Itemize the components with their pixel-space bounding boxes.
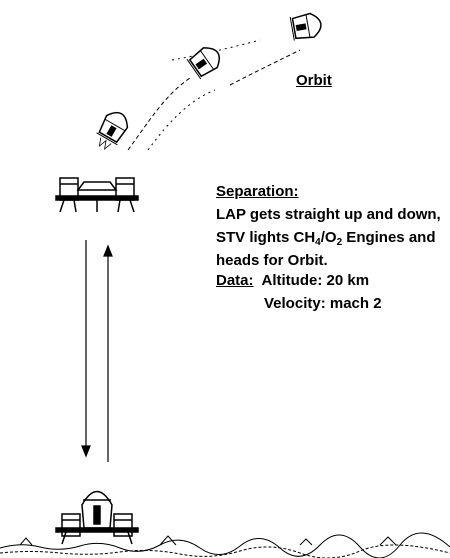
- capsule-icon: [186, 47, 220, 80]
- capsule-icon: [96, 111, 129, 151]
- separation-line-2-c: Engines and: [342, 229, 436, 246]
- o2-subscript: 2: [336, 237, 343, 248]
- ch4-subscript: 4: [315, 237, 321, 248]
- separation-line-3: heads for Orbit.: [216, 252, 328, 269]
- separation-line-2-b: /O: [320, 229, 337, 246]
- separation-title: Separation:: [216, 183, 299, 200]
- separation-line-2: STV lights CH4/O2 Engines and: [216, 227, 436, 249]
- trajectory-lines: [127, 39, 301, 151]
- ground: [0, 532, 450, 558]
- data-label: Data:: [216, 272, 254, 289]
- separation-line-1: LAP gets straight up and down,: [216, 206, 441, 223]
- velocity-value: Velocity: mach 2: [264, 295, 382, 312]
- ascent-arrow: [103, 244, 113, 462]
- data-row: Data: Altitude: 20 km: [216, 270, 369, 292]
- descent-arrow: [81, 240, 91, 458]
- separation-line-2-a: STV lights CH: [216, 229, 316, 246]
- lap-platform: [55, 177, 139, 213]
- altitude-value: Altitude: 20 km: [261, 272, 370, 289]
- stv-on-lap-vehicle: [55, 490, 139, 545]
- capsule-icon: [289, 12, 322, 41]
- orbit-label: Orbit: [296, 72, 332, 89]
